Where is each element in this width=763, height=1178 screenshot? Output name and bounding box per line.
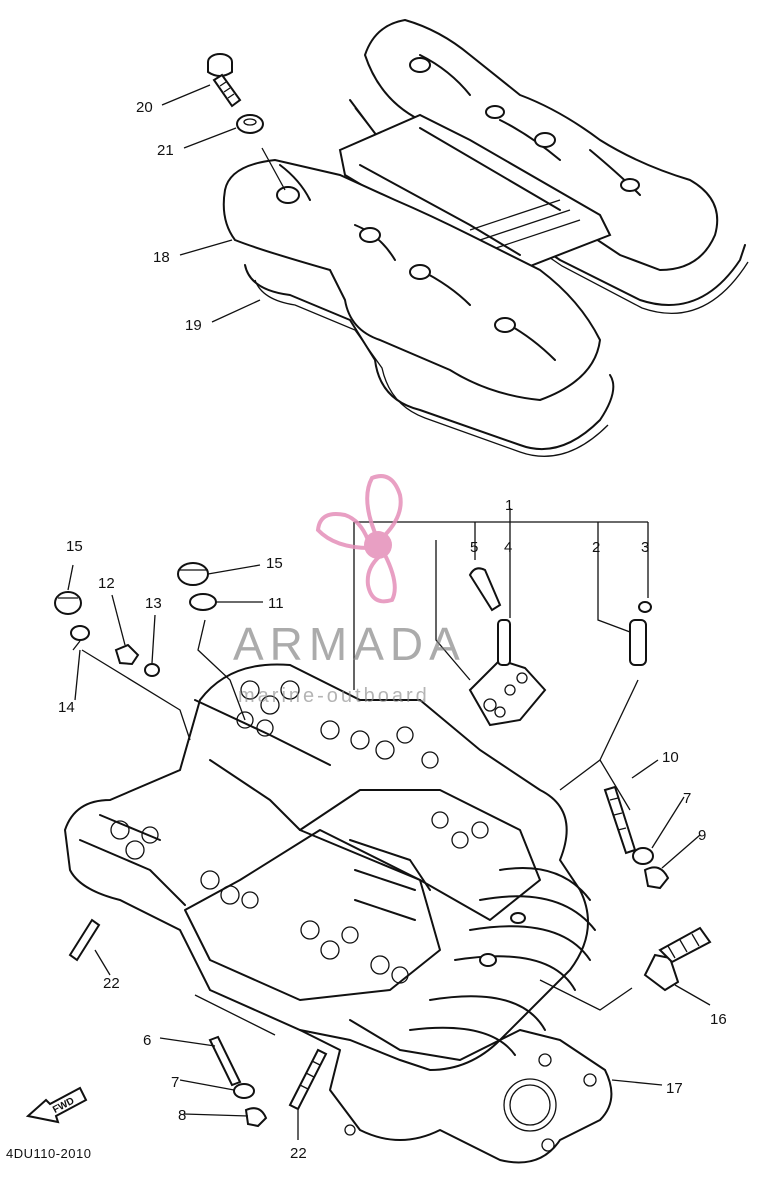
callout-label: 20 bbox=[136, 99, 153, 116]
valve-pin-4 bbox=[497, 619, 511, 666]
leader-lines bbox=[67, 84, 711, 1140]
valve-screw-5 bbox=[468, 567, 502, 612]
stud-bolt-22-left bbox=[68, 918, 101, 962]
cover-bolt-hole bbox=[276, 186, 300, 204]
callout-label: 9 bbox=[698, 827, 706, 844]
callout-label: 22 bbox=[290, 1145, 307, 1162]
valve-guide-bracket bbox=[468, 658, 547, 727]
rear-cover-gasket bbox=[349, 99, 746, 306]
callout-label: 19 bbox=[185, 317, 202, 334]
valve-clip-3 bbox=[638, 601, 652, 613]
fwd-direction-arrow: FWD bbox=[25, 1086, 88, 1124]
cylinder-head-assembly bbox=[63, 663, 596, 1072]
callout-label: 21 bbox=[157, 142, 174, 159]
cover-bolt-hole bbox=[494, 317, 516, 333]
cover-bolt-20 bbox=[207, 53, 242, 108]
callout-label: 5 bbox=[470, 539, 478, 556]
washer-14 bbox=[70, 625, 90, 641]
callout-label: 12 bbox=[98, 575, 115, 592]
spark-plug-16 bbox=[643, 926, 712, 992]
washer-11 bbox=[189, 593, 217, 611]
cover-bolt-hole bbox=[534, 132, 556, 148]
valve-chamber-rear bbox=[299, 789, 541, 921]
watermark-subtitle: marine-outboard bbox=[238, 685, 430, 707]
cylinder-head-gasket-17 bbox=[299, 1019, 613, 1164]
callout-label: 7 bbox=[683, 790, 691, 807]
watermark-brand-name: ARMADA bbox=[233, 618, 466, 670]
callout-label: 3 bbox=[641, 539, 649, 556]
washer-7-bottom bbox=[233, 1083, 255, 1099]
nut-9 bbox=[643, 866, 670, 890]
nut-8 bbox=[244, 1107, 268, 1128]
stud-bolt-10 bbox=[603, 785, 637, 855]
cylinder-head-cover-assembly bbox=[222, 18, 749, 457]
callout-label: 18 bbox=[153, 249, 170, 266]
cylinder-head bbox=[63, 663, 589, 1072]
stud-bolt-22-bottom bbox=[288, 1048, 328, 1111]
callout-label: 6 bbox=[143, 1032, 151, 1049]
callout-label: 7 bbox=[171, 1074, 179, 1091]
callout-label: 15 bbox=[66, 538, 83, 555]
callout-label: 2 bbox=[592, 539, 600, 556]
callout-label: 1 bbox=[505, 497, 513, 514]
washer-7-right bbox=[632, 847, 654, 865]
front-cover-gasket bbox=[244, 264, 615, 451]
cover-bolt-hole bbox=[620, 178, 640, 192]
callout-label: 22 bbox=[103, 975, 120, 992]
callout-labels: 20 21 18 19 1 5 4 2 3 15 15 12 13 11 14 … bbox=[58, 99, 727, 1162]
callout-label: 14 bbox=[58, 699, 75, 716]
stud-bolt-6 bbox=[208, 1035, 242, 1087]
cap-nut-15-top bbox=[177, 562, 209, 586]
callout-label: 17 bbox=[666, 1080, 683, 1097]
callout-label: 13 bbox=[145, 595, 162, 612]
callout-label: 16 bbox=[710, 1011, 727, 1028]
callout-label: 4 bbox=[504, 539, 512, 556]
cap-nut-15-left bbox=[54, 591, 82, 615]
callout-label: 11 bbox=[268, 595, 284, 612]
plug-12 bbox=[114, 643, 140, 666]
cooling-fins bbox=[409, 867, 596, 1056]
valve-guide-group bbox=[468, 567, 652, 727]
cover-bolt-hole bbox=[409, 264, 431, 280]
camshaft-lobes bbox=[110, 680, 489, 984]
diagram-reference-code: 4DU110-2010 bbox=[6, 1146, 91, 1161]
valve-chamber-front bbox=[184, 829, 441, 1001]
armada-watermark: ARMADA marine-outboard bbox=[233, 474, 466, 707]
valve-guide-2 bbox=[629, 619, 647, 666]
front-head-cover bbox=[222, 158, 602, 402]
cover-bolt-hole bbox=[409, 57, 431, 73]
washer-13 bbox=[144, 663, 160, 677]
cover-bolt-hole bbox=[485, 105, 505, 119]
callout-label: 15 bbox=[266, 555, 283, 572]
cover-washer-21 bbox=[236, 114, 264, 134]
cover-bolt-hole bbox=[359, 227, 381, 243]
callout-label: 10 bbox=[662, 749, 679, 766]
propeller-logo bbox=[315, 474, 403, 604]
callout-label: 8 bbox=[178, 1107, 186, 1124]
